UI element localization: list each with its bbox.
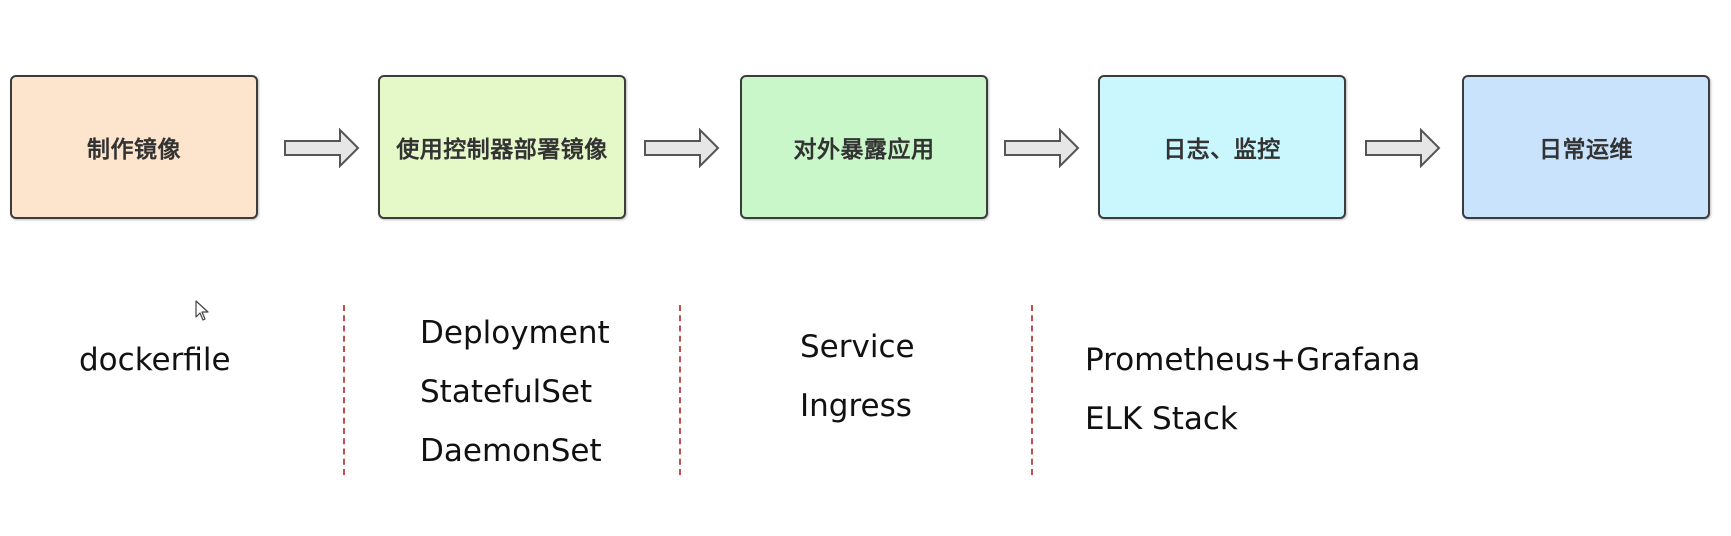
- mouse-pointer-icon: [195, 300, 209, 321]
- tool-item-ingress: Ingress: [800, 388, 912, 424]
- tool-item-elk-stack: ELK Stack: [1085, 401, 1238, 437]
- step-box-daily-ops: 日常运维: [1462, 75, 1710, 219]
- right-block-arrow-icon: [1004, 128, 1080, 168]
- step-label-daily-ops: 日常运维: [1539, 137, 1633, 163]
- tool-item-statefulset: StatefulSet: [420, 374, 593, 410]
- tools-deploy: Deployment StatefulSet DaemonSet: [420, 304, 610, 481]
- tool-item-dockerfile: dockerfile: [79, 342, 231, 378]
- divider-line: [343, 305, 345, 475]
- step-label-deploy-controller: 使用控制器部署镜像: [396, 137, 608, 163]
- step-label-expose-app: 对外暴露应用: [793, 137, 935, 163]
- divider-line: [679, 305, 681, 475]
- tool-item-daemonset: DaemonSet: [420, 433, 602, 469]
- tools-expose: Service Ingress: [800, 318, 915, 436]
- tool-item-prometheus-grafana: Prometheus+Grafana: [1085, 342, 1421, 378]
- tools-monitor: Prometheus+Grafana ELK Stack: [1085, 331, 1420, 449]
- step-box-expose-app: 对外暴露应用: [740, 75, 988, 219]
- tool-item-deployment: Deployment: [420, 315, 610, 351]
- divider-line: [1031, 305, 1033, 475]
- tools-build: dockerfile: [79, 331, 231, 390]
- right-block-arrow-icon: [1365, 128, 1441, 168]
- right-block-arrow-icon: [284, 128, 360, 168]
- tool-item-service: Service: [800, 329, 915, 365]
- step-box-deploy-controller: 使用控制器部署镜像: [378, 75, 626, 219]
- step-label-logging-monitoring: 日志、监控: [1163, 137, 1281, 163]
- right-block-arrow-icon: [644, 128, 720, 168]
- step-box-build-image: 制作镜像: [10, 75, 258, 219]
- step-box-logging-monitoring: 日志、监控: [1098, 75, 1346, 219]
- step-label-build-image: 制作镜像: [87, 137, 181, 163]
